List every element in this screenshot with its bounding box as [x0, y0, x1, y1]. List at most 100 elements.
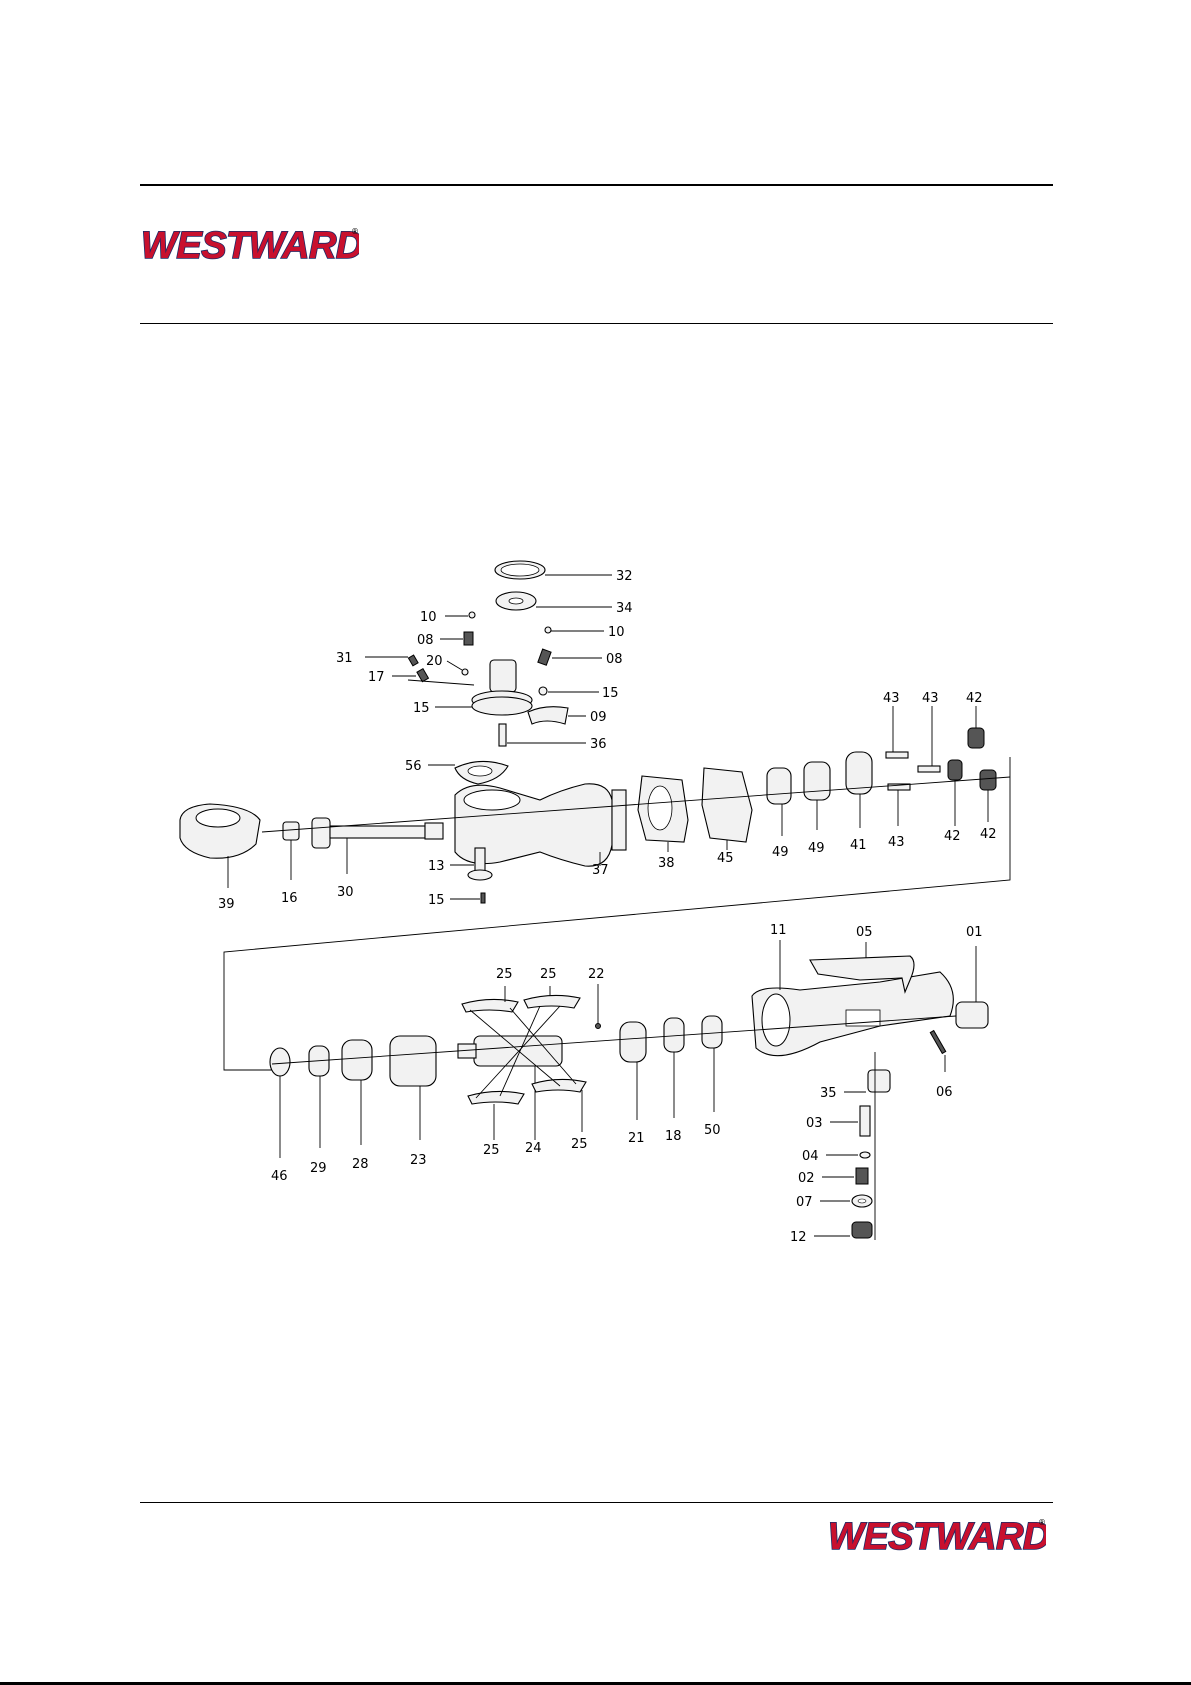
label-22: 22 — [588, 967, 605, 982]
label-49-right: 49 — [808, 841, 825, 856]
label-15-bottom: 15 — [428, 893, 445, 908]
part-46-end-plate — [270, 1048, 290, 1076]
label-05: 05 — [856, 925, 873, 940]
part-25-vane-top-right — [524, 995, 580, 1008]
part-31-pin — [408, 655, 418, 666]
label-04: 04 — [802, 1149, 819, 1164]
part-23-cylinder — [390, 1036, 436, 1086]
part-42-gear-top — [968, 728, 984, 748]
label-43-bottom: 43 — [888, 835, 905, 850]
part-10-ball-right — [545, 627, 551, 633]
label-28: 28 — [352, 1157, 369, 1172]
label-17: 17 — [368, 670, 385, 685]
part-08-spring-right — [538, 649, 551, 665]
label-25-bottom-right: 25 — [571, 1137, 588, 1152]
label-12: 12 — [790, 1230, 807, 1245]
part-35-valve-sleeve — [868, 1070, 890, 1092]
header-brand-text: WESTWARD — [141, 225, 359, 266]
part-03-valve-stem — [860, 1106, 870, 1136]
label-43-top-left: 43 — [883, 691, 900, 706]
part-36-pin — [499, 724, 506, 746]
label-31: 31 — [336, 651, 353, 666]
part-13-anvil — [475, 848, 485, 872]
part-22-pin — [596, 1024, 601, 1029]
label-08-right: 08 — [606, 652, 623, 667]
label-24: 24 — [525, 1141, 542, 1156]
part-50-spacer — [702, 1016, 722, 1048]
part-12-end-plug — [852, 1222, 872, 1238]
label-41: 41 — [850, 838, 867, 853]
part-49-bearing-right — [804, 762, 830, 800]
label-50: 50 — [704, 1123, 721, 1138]
label-01: 01 — [966, 925, 983, 940]
label-20: 20 — [426, 654, 443, 669]
label-32: 32 — [616, 569, 633, 584]
label-02: 02 — [798, 1171, 815, 1186]
label-25-bottom-left: 25 — [483, 1143, 500, 1158]
part-10-ball-left — [469, 612, 475, 618]
part-01-air-inlet — [956, 1002, 988, 1028]
label-07: 07 — [796, 1195, 813, 1210]
part-28-rear-plate — [342, 1040, 372, 1080]
label-11: 11 — [770, 923, 787, 938]
header-top-rule — [140, 184, 1053, 186]
label-37: 37 — [592, 863, 609, 878]
part-21-front-plate — [620, 1022, 646, 1062]
label-36: 36 — [590, 737, 607, 752]
part-17-spring — [417, 669, 429, 682]
label-56: 56 — [405, 759, 422, 774]
label-25-top-left: 25 — [496, 967, 513, 982]
label-34: 34 — [616, 601, 633, 616]
label-49-left: 49 — [772, 845, 789, 860]
label-42-bottom: 42 — [980, 827, 997, 842]
label-35: 35 — [820, 1086, 837, 1101]
label-25-top-right: 25 — [540, 967, 557, 982]
label-09: 09 — [590, 710, 607, 725]
label-10-right: 10 — [608, 625, 625, 640]
label-10-left: 10 — [420, 610, 437, 625]
part-42-gear-middle — [948, 760, 962, 780]
header-registered-mark: ® — [351, 227, 359, 236]
label-46: 46 — [271, 1169, 288, 1184]
label-38: 38 — [658, 856, 675, 871]
label-06: 06 — [936, 1085, 953, 1100]
label-42-middle: 42 — [944, 829, 961, 844]
label-15-left: 15 — [413, 701, 430, 716]
label-42-top: 42 — [966, 691, 983, 706]
label-43-top-right: 43 — [922, 691, 939, 706]
header-bottom-rule — [140, 323, 1053, 324]
part-30-drive-shaft — [330, 826, 425, 838]
label-29: 29 — [310, 1161, 327, 1176]
label-08-left: 08 — [417, 633, 434, 648]
part-04-o-ring — [860, 1152, 870, 1158]
part-15-small-pin — [481, 893, 485, 903]
label-15-right: 15 — [602, 686, 619, 701]
part-30-shaft-collar — [312, 818, 330, 848]
part-37-threaded-end — [612, 790, 626, 850]
label-39: 39 — [218, 897, 235, 912]
label-03: 03 — [806, 1116, 823, 1131]
part-pawl-block — [490, 660, 516, 692]
part-08-spring-left — [464, 632, 473, 645]
part-42-gear-bottom — [980, 770, 996, 790]
exploded-parts-diagram: 32 34 10 10 08 08 31 17 20 15 15 09 36 5… — [170, 555, 1030, 1255]
label-18: 18 — [665, 1129, 682, 1144]
part-43-pin-top-right — [918, 766, 940, 772]
westward-logo-header: WESTWARD ® — [139, 224, 359, 266]
label-45: 45 — [717, 851, 734, 866]
footer-registered-mark: ® — [1038, 1518, 1046, 1527]
label-16: 16 — [281, 891, 298, 906]
footer-brand-text: WESTWARD — [828, 1516, 1046, 1557]
footer-rule — [140, 1502, 1053, 1503]
part-15-ball — [539, 687, 547, 695]
label-30: 30 — [337, 885, 354, 900]
part-43-pin-top-left — [886, 752, 908, 758]
part-45-ring-gear — [702, 768, 752, 842]
part-16-bushing — [283, 822, 299, 840]
part-06-roll-pin — [930, 1031, 945, 1054]
part-02-valve-spring — [856, 1168, 868, 1184]
part-49-bearing-left — [767, 768, 791, 804]
part-09-pawl — [528, 707, 568, 724]
label-13: 13 — [428, 859, 445, 874]
part-20-ball — [462, 669, 468, 675]
